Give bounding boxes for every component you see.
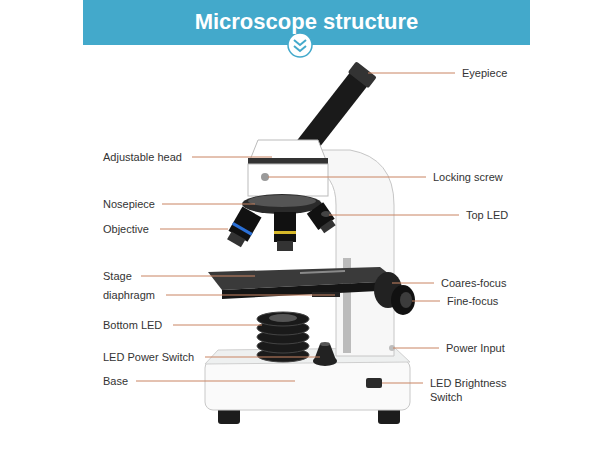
leader-line	[412, 301, 440, 302]
stage-front	[222, 281, 398, 299]
microscope	[205, 61, 415, 424]
leader-line	[268, 177, 426, 178]
brightness-switch	[366, 378, 382, 388]
objective-lens	[307, 202, 338, 235]
objective-lens	[274, 212, 296, 251]
part-label: LED Brightness Switch	[430, 376, 520, 404]
part-label: Objective	[103, 222, 149, 236]
part-label: Locking screw	[433, 170, 503, 184]
head-body	[248, 164, 328, 196]
fine-focus-knob	[391, 285, 415, 315]
part-label: Base	[103, 374, 128, 388]
part-label: LED Power Switch	[103, 350, 194, 364]
leader-line	[382, 383, 423, 384]
nosepiece-ring	[248, 195, 316, 207]
part-label: Top LED	[466, 208, 508, 222]
leader-line	[166, 295, 335, 296]
fine-focus-cap	[400, 292, 412, 308]
part-label: Power Input	[446, 341, 505, 355]
locking-screw	[261, 173, 269, 181]
leader-line	[136, 381, 295, 382]
part-label: diaphragm	[103, 288, 155, 302]
part-label: Bottom LED	[103, 318, 162, 332]
leader-line	[160, 229, 228, 230]
top-led	[321, 211, 331, 217]
stage-clip	[300, 271, 345, 273]
part-label: Stage	[103, 269, 132, 283]
leader-line	[329, 215, 459, 216]
led-power-knob	[313, 342, 337, 366]
base-body	[205, 360, 410, 410]
bottom-led	[257, 312, 309, 362]
leader-line	[192, 157, 272, 158]
title: Microscope structure	[83, 9, 530, 35]
leader-lines	[136, 73, 459, 383]
part-label: Nosepiece	[103, 197, 155, 211]
leader-line	[205, 357, 320, 358]
head-band	[248, 158, 328, 164]
chevron-badge	[288, 33, 312, 57]
part-label: Fine-focus	[447, 294, 498, 308]
leader-line	[162, 204, 255, 205]
chevron-icon	[294, 40, 306, 51]
objective-lens	[224, 207, 261, 249]
part-label: Eyepiece	[462, 66, 507, 80]
leader-line	[141, 276, 255, 277]
part-label: Coares-focus	[441, 276, 506, 290]
leader-line	[393, 348, 439, 349]
part-label: Adjustable head	[103, 150, 182, 164]
leader-line	[392, 283, 434, 284]
leader-line	[368, 73, 455, 74]
leader-line	[173, 325, 262, 326]
